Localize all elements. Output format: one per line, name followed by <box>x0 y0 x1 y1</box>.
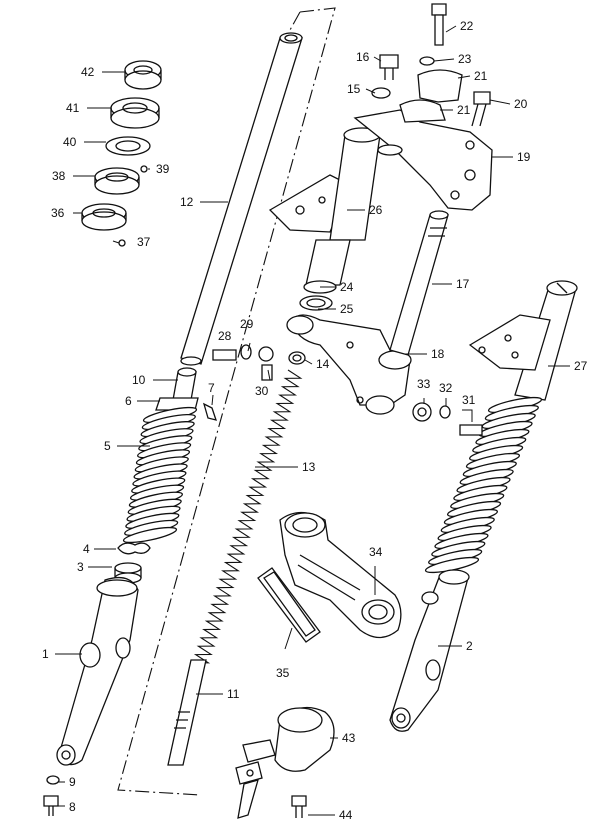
part-10-fork-cap <box>172 367 197 401</box>
callout-12: 12 <box>180 195 194 209</box>
part-31-bolt <box>459 424 483 436</box>
callout-20: 20 <box>514 97 528 111</box>
part-5-fork-boot <box>122 406 198 544</box>
part-1-outer-tube-left <box>56 576 139 766</box>
callout-17: 17 <box>456 277 470 291</box>
callout-28: 28 <box>218 329 232 343</box>
part-18-lower-bracket <box>286 314 412 415</box>
part-13-fork-spring <box>192 369 303 664</box>
callout-11: 11 <box>227 687 240 701</box>
callout-32: 32 <box>439 381 453 395</box>
part-35-emblem <box>257 567 321 643</box>
part-36-race <box>81 203 127 231</box>
callout-21a: 21 <box>474 69 488 83</box>
part-30-clamp <box>258 346 274 381</box>
part-12-inner-tube <box>180 32 303 366</box>
callout-14: 14 <box>316 357 330 371</box>
callout-44: 44 <box>339 808 353 822</box>
callout-8: 8 <box>69 800 76 814</box>
callout-21b: 21 <box>457 103 471 117</box>
callout-25: 25 <box>340 302 354 316</box>
part-7-bolt <box>202 402 217 421</box>
callout-19: 19 <box>517 150 531 164</box>
callout-34: 34 <box>369 545 383 559</box>
part-14-spring-collar <box>288 351 306 365</box>
callout-13: 13 <box>302 460 316 474</box>
callout-39: 39 <box>156 162 170 176</box>
callout-37: 37 <box>137 235 151 249</box>
callout-2: 2 <box>466 639 473 653</box>
part-41-bearing-cover <box>110 97 160 129</box>
callout-30: 30 <box>255 384 269 398</box>
part-40-race <box>105 136 151 156</box>
callout-9: 9 <box>69 775 76 789</box>
part-43-ignition-switch <box>235 706 335 819</box>
callout-40: 40 <box>63 135 77 149</box>
part-17-inner-tube-right <box>389 210 449 356</box>
callout-42: 42 <box>81 65 95 79</box>
fork-boot-right <box>424 396 543 574</box>
part-34-emblem-bracket <box>279 511 402 639</box>
callout-23: 23 <box>458 52 472 66</box>
callout-3: 3 <box>77 560 84 574</box>
part-32-washer <box>439 405 451 419</box>
part-26-headlight-bracket <box>268 127 381 286</box>
part-2-outer-tube-right <box>389 569 470 732</box>
callout-22: 22 <box>460 19 474 33</box>
callout-7: 7 <box>208 381 215 395</box>
callout-36: 36 <box>51 206 65 220</box>
part-21-handlebar-holder-lower <box>399 99 446 123</box>
callout-27: 27 <box>574 359 588 373</box>
callout-29: 29 <box>240 317 254 331</box>
callout-15: 15 <box>347 82 361 96</box>
callout-10: 10 <box>132 373 146 387</box>
callout-43: 43 <box>342 731 356 745</box>
part-8-bolt <box>43 795 59 816</box>
part-29-washer <box>240 344 252 360</box>
part-44-screw <box>291 795 307 818</box>
part-37-ball <box>118 239 126 247</box>
callout-18: 18 <box>431 347 445 361</box>
part-25-race <box>299 295 333 311</box>
callout-31: 31 <box>462 393 476 407</box>
callout-4: 4 <box>83 542 90 556</box>
part-9-washer <box>46 775 60 785</box>
part-42-nut <box>124 60 162 90</box>
part-4-ring <box>117 542 151 555</box>
callout-35: 35 <box>276 666 290 680</box>
part-23-washer <box>419 56 435 66</box>
part-39-ball <box>140 165 148 173</box>
bellows-fold <box>122 526 178 544</box>
callout-24: 24 <box>340 280 354 294</box>
callout-6: 6 <box>125 394 132 408</box>
callout-labels: 1 2 3 4 5 6 7 8 9 10 11 12 13 14 15 16 1… <box>42 19 588 822</box>
part-33-grommet <box>412 402 432 422</box>
part-28-bolt <box>212 349 237 361</box>
callout-38: 38 <box>52 169 66 183</box>
callout-5: 5 <box>104 439 111 453</box>
leader-lines <box>45 25 570 816</box>
part-22-bolt <box>431 3 447 46</box>
part-11-damper-rod <box>167 659 207 766</box>
callout-26: 26 <box>369 203 383 217</box>
callout-33: 33 <box>417 377 431 391</box>
part-27-headlight-bracket-right <box>468 280 578 401</box>
callout-16: 16 <box>356 50 370 64</box>
part-21-handlebar-holder-upper <box>417 69 463 103</box>
part-38-bearing <box>94 167 140 195</box>
callout-1: 1 <box>42 647 49 661</box>
part-15-washer <box>371 87 391 99</box>
spring-coil <box>192 369 303 664</box>
part-16-bolt <box>379 54 399 80</box>
assembly-boundary-dashed <box>117 7 336 796</box>
callout-41: 41 <box>66 101 80 115</box>
part-20-bolt <box>471 91 491 127</box>
